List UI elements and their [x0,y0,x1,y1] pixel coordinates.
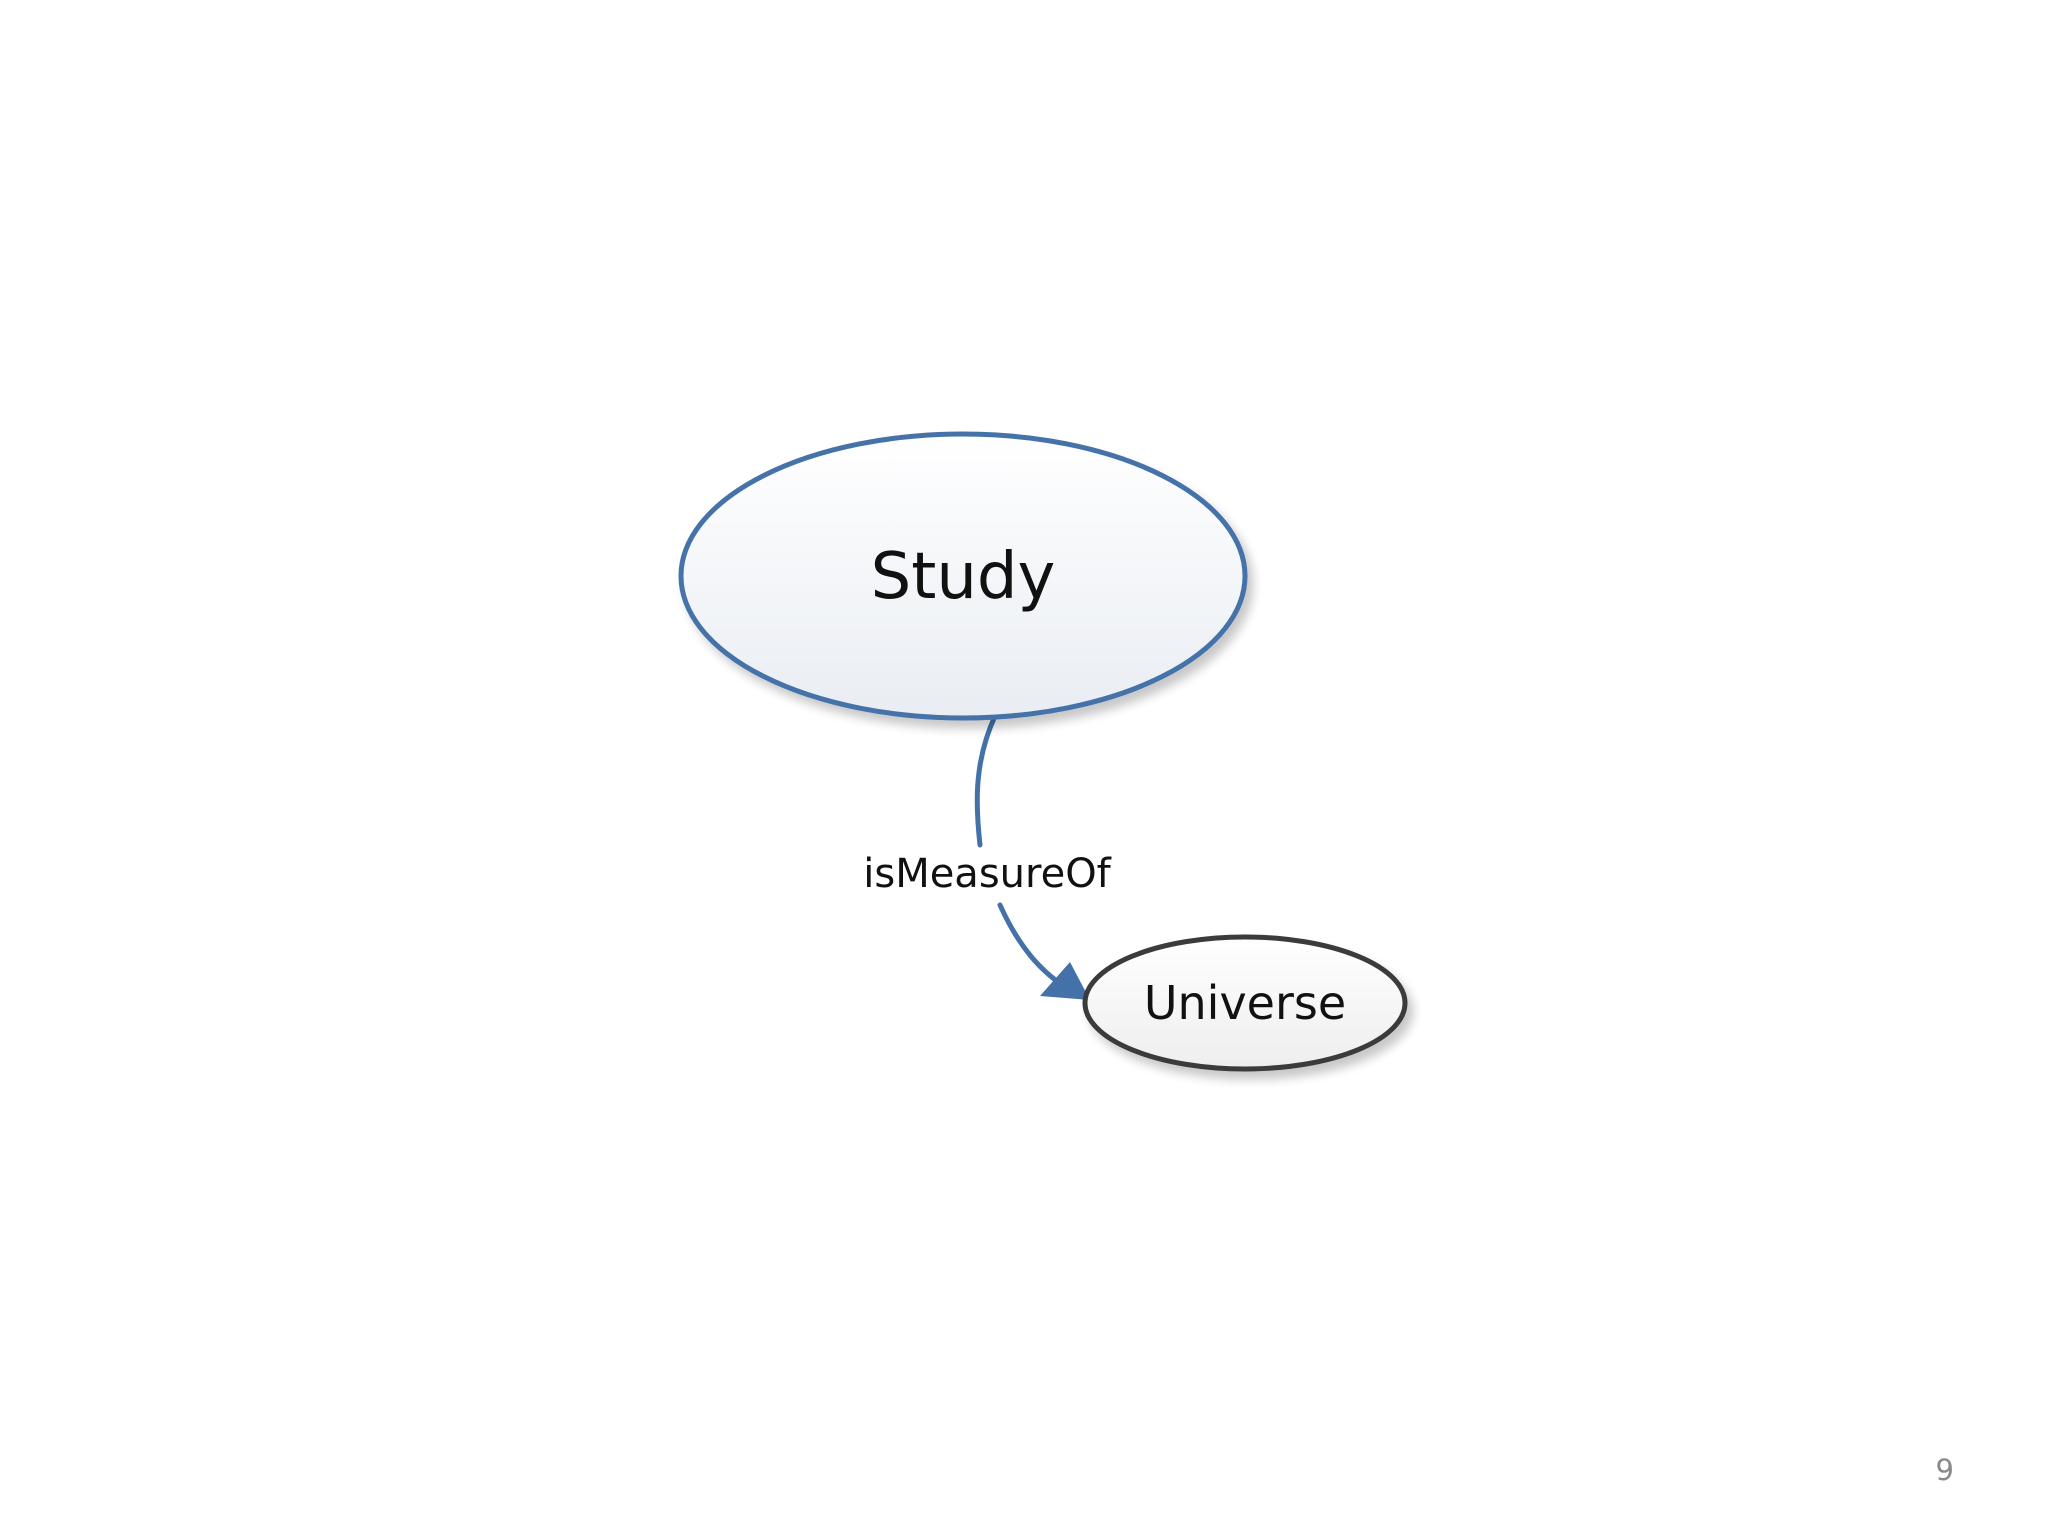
node-study-ellipse[interactable] [678,431,1248,721]
edge-label: isMeasureOf [863,851,1111,897]
page-number: 9 [1935,1453,1954,1487]
node-universe-label: Universe [1144,976,1346,1030]
edge-ismeasureof: isMeasureOf [863,713,1112,1000]
edge-line-upper [974,713,998,848]
node-study-label: Study [871,540,1056,614]
node-study[interactable]: Study [678,431,1248,721]
arrow-head-icon [1040,962,1090,1000]
node-universe-ellipse[interactable] [1082,934,1408,1072]
node-universe[interactable]: Universe [1082,934,1408,1072]
